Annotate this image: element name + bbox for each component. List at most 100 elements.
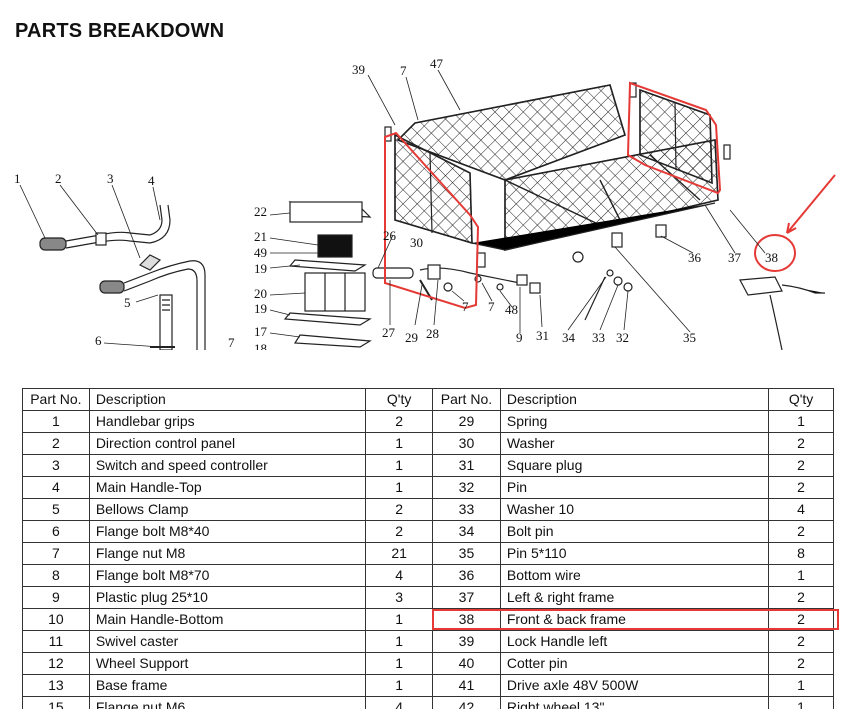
cell-description: Wheel Support — [88, 652, 367, 675]
header-part-no: Part No. — [432, 388, 501, 411]
callout-34: 34 — [562, 330, 576, 345]
cell-part-no: 39 — [432, 630, 501, 653]
cell-qty: 4 — [768, 498, 834, 521]
cell-description: Spring — [499, 410, 770, 433]
cell-description: Drive axle 48V 500W — [499, 674, 770, 697]
callout-33: 33 — [592, 330, 605, 345]
cell-description: Bolt pin — [499, 520, 770, 543]
cell-part-no: 8 — [22, 564, 90, 587]
callout-19a: 19 — [254, 261, 267, 276]
header-description: Description — [499, 388, 770, 411]
cell-part-no: 9 — [22, 586, 90, 609]
callout-5: 5 — [124, 295, 131, 310]
callout-4: 4 — [148, 173, 155, 188]
cell-description: Base frame — [88, 674, 367, 697]
callout-17: 17 — [254, 324, 268, 339]
cell-description: Handlebar grips — [88, 410, 367, 433]
callout-2: 2 — [55, 171, 62, 186]
cell-description: Swivel caster — [88, 630, 367, 653]
cell-qty: 2 — [768, 630, 834, 653]
callout-labels: 1 2 3 4 5 6 7 17 18 19 20 19 49 21 22 26… — [14, 56, 778, 350]
cell-part-no: 35 — [432, 542, 501, 565]
callout-3: 3 — [107, 171, 114, 186]
highlight-marks — [384, 81, 836, 310]
cell-description: Washer 10 — [499, 498, 770, 521]
callout-48: 48 — [505, 302, 518, 317]
cell-qty: 1 — [365, 476, 434, 499]
callout-7b: 7 — [462, 299, 469, 314]
cell-qty: 4 — [365, 696, 434, 709]
cell-description: Flange bolt M8*70 — [88, 564, 367, 587]
callout-49: 49 — [254, 245, 267, 260]
cell-part-no: 32 — [432, 476, 501, 499]
cell-description: Washer — [499, 432, 770, 455]
cell-qty: 1 — [768, 696, 834, 709]
cell-description: Pin 5*110 — [499, 542, 770, 565]
cell-part-no: 36 — [432, 564, 501, 587]
cell-part-no: 37 — [432, 586, 501, 609]
cell-part-no: 34 — [432, 520, 501, 543]
cell-qty: 2 — [768, 652, 834, 675]
callout-9: 9 — [516, 330, 523, 345]
cell-part-no: 4 — [22, 476, 90, 499]
cell-part-no: 6 — [22, 520, 90, 543]
callout-1: 1 — [14, 171, 21, 186]
callout-27: 27 — [382, 325, 396, 340]
cell-qty: 1 — [365, 674, 434, 697]
cell-part-no: 13 — [22, 674, 90, 697]
cell-part-no: 15 — [22, 696, 90, 709]
cell-qty: 2 — [365, 410, 434, 433]
cell-description: Pin — [499, 476, 770, 499]
cell-qty: 1 — [365, 652, 434, 675]
highlight-row-38 — [432, 609, 839, 630]
header-qty: Q'ty — [365, 388, 434, 411]
callout-37: 37 — [728, 250, 742, 265]
handlebar-assembly — [39, 204, 206, 350]
axle-parts — [372, 251, 633, 321]
charger — [739, 276, 825, 350]
cell-part-no: 5 — [22, 498, 90, 521]
callout-38: 38 — [765, 250, 778, 265]
cell-description: Right wheel 13" — [499, 696, 770, 709]
callout-19b: 19 — [254, 301, 267, 316]
cell-part-no: 2 — [22, 432, 90, 455]
battery-stack — [283, 201, 372, 348]
cell-part-no: 40 — [432, 652, 501, 675]
cell-description: Flange bolt M8*40 — [88, 520, 367, 543]
cell-description: Flange nut M6 — [88, 696, 367, 709]
cell-description: Main Handle-Bottom — [88, 608, 367, 631]
callout-36: 36 — [688, 250, 702, 265]
cell-qty: 21 — [365, 542, 434, 565]
callout-21: 21 — [254, 229, 267, 244]
cell-qty: 2 — [365, 498, 434, 521]
cell-qty: 2 — [768, 586, 834, 609]
cell-qty: 2 — [768, 432, 834, 455]
page-title: PARTS BREAKDOWN — [15, 20, 225, 42]
cell-part-no: 3 — [22, 454, 90, 477]
callout-30: 30 — [410, 235, 423, 250]
cell-part-no: 1 — [22, 410, 90, 433]
callout-7a: 7 — [228, 335, 235, 350]
parts-table: Part No. Description Q'ty Part No. Descr… — [22, 388, 834, 709]
callout-6: 6 — [95, 333, 102, 348]
callout-20: 20 — [254, 286, 267, 301]
cell-description: Left & right frame — [499, 586, 770, 609]
cell-qty: 2 — [768, 476, 834, 499]
cell-part-no: 41 — [432, 674, 501, 697]
cell-description: Plastic plug 25*10 — [88, 586, 367, 609]
cell-part-no: 33 — [432, 498, 501, 521]
cell-qty: 4 — [365, 564, 434, 587]
header-description: Description — [88, 388, 367, 411]
callout-28: 28 — [426, 326, 439, 341]
header-part-no: Part No. — [22, 388, 90, 411]
cell-qty: 2 — [768, 520, 834, 543]
cell-description: Lock Handle left — [499, 630, 770, 653]
